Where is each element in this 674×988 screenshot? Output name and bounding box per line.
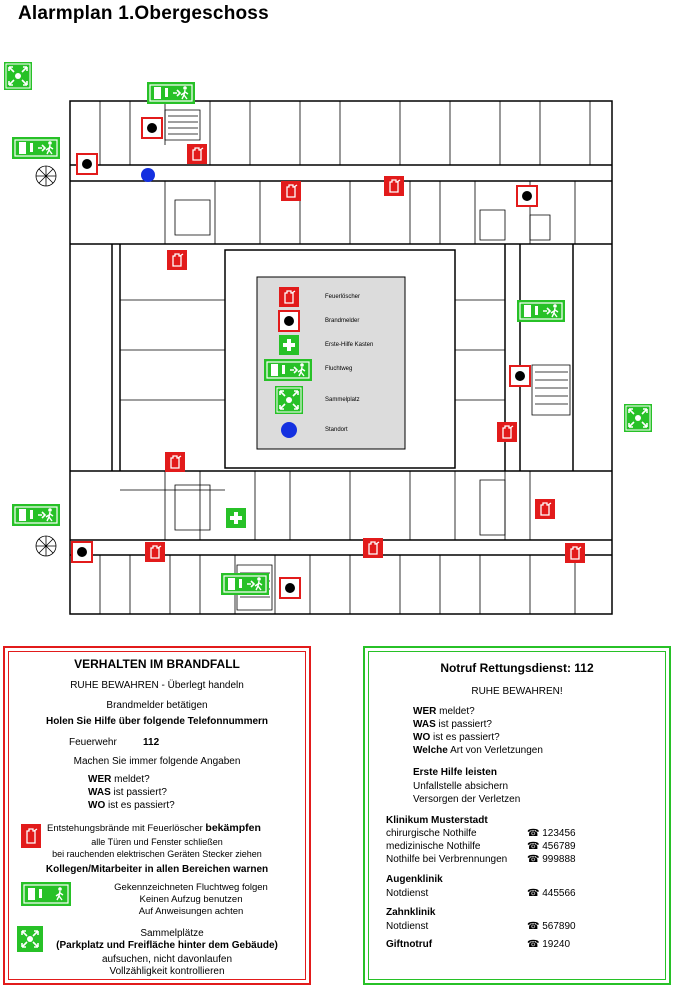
rescue-where: WO ist es passiert? — [413, 732, 500, 743]
fire-line-help: Holen Sie Hilfe über folgende Telefonnum… — [45, 716, 269, 727]
fire-extinguisher-icon — [534, 498, 556, 520]
firstaid-line1: Unfallstelle absichern — [413, 781, 509, 792]
legend-fire-extinguisher-icon — [278, 286, 300, 308]
assembly-line1: aufsuchen, nicht davonlaufen — [101, 954, 233, 965]
assembly-point-icon — [623, 403, 653, 433]
fire-dept-number: 112 — [143, 737, 160, 748]
fire-fight-line2: alle Türen und Fenster schließen — [91, 837, 223, 847]
rescue-instructions-panel: Notruf Rettungsdienst: 112 RUHE BEWAHREN… — [363, 646, 671, 985]
fire-route-line2: Keinen Aufzug benutzen — [139, 894, 243, 905]
fire-alarm-icon — [141, 117, 163, 139]
page-title: Alarmplan 1.Obergeschoss — [18, 3, 269, 24]
fire-extinguisher-icon — [21, 824, 41, 848]
firstaid-title: Erste Hilfe leisten — [413, 767, 497, 778]
fire-fight-line3: bei rauchenden elektrischen Geräten Stec… — [52, 849, 262, 859]
fire-line-calm: RUHE BEWAHREN - Überlegt handeln — [70, 680, 244, 691]
fire-alarm-icon — [76, 153, 98, 175]
fire-extinguisher-icon — [383, 175, 405, 197]
dental-clinic-title: Zahnklinik — [386, 907, 436, 918]
fire-extinguisher-icon — [166, 249, 188, 271]
assembly-title: Sammelplätze — [140, 928, 204, 939]
legend-label-first-aid: Erste-Hilfe Kasten — [325, 342, 374, 348]
fire-alarm-icon — [71, 541, 93, 563]
dental-clinic-number: ☎ 567890 — [527, 921, 576, 932]
assembly-line2: Vollzähligkeit kontrollieren — [109, 966, 225, 977]
fire-what: WAS ist passiert? — [88, 787, 167, 798]
legend-location-icon — [281, 422, 297, 438]
fire-fight-line: Entstehungsbrände mit Feuerlöscher bekäm… — [47, 822, 261, 834]
floor-plan — [3, 61, 653, 615]
fire-extinguisher-icon — [164, 451, 186, 473]
legend-label-assembly: Sammelplatz — [325, 397, 360, 403]
fire-who: WER meldet? — [88, 774, 150, 785]
contact-number: ☎ 999888 — [527, 854, 576, 865]
fire-route-line3: Auf Anweisungen achten — [138, 906, 244, 917]
poison-number: ☎ 19240 — [527, 939, 571, 950]
eye-clinic-title: Augenklinik — [386, 874, 443, 885]
location-marker-icon — [141, 168, 155, 182]
exit-sign-icon — [11, 136, 61, 160]
fire-route-line1: Gekennzeichneten Fluchtweg folgen — [114, 882, 268, 893]
fire-alarm-icon — [516, 185, 538, 207]
hospital-title: Klinikum Musterstadt — [386, 815, 488, 826]
fire-heading: VERHALTEN IM BRANDFALL — [74, 657, 240, 671]
fire-warn-line: Kollegen/Mitarbeiter in allen Bereichen … — [45, 864, 269, 875]
exit-sign-icon — [11, 503, 61, 527]
rescue-heading: Notruf Rettungsdienst: 112 — [440, 661, 594, 675]
fire-alarm-icon — [509, 365, 531, 387]
exit-sign-icon — [220, 572, 270, 596]
fire-extinguisher-icon — [564, 542, 586, 564]
legend-label-location: Standort — [325, 427, 348, 433]
legend-label-escape: Fluchtweg — [325, 366, 353, 372]
fire-extinguisher-icon — [496, 421, 518, 443]
contact-label: chirurgische Nothilfe — [386, 828, 477, 839]
legend-fire-alarm-icon — [278, 310, 300, 332]
rescue-which: Welche Art von Verletzungen — [413, 745, 543, 756]
exit-sign-icon — [146, 81, 196, 105]
fire-line-alarm: Brandmelder betätigen — [106, 700, 208, 711]
fire-extinguisher-icon — [362, 537, 384, 559]
rescue-calm: RUHE BEWAHREN! — [471, 686, 563, 697]
contact-number: ☎ 456789 — [527, 841, 576, 852]
contact-label: Nothilfe bei Verbrennungen — [386, 854, 508, 865]
eye-clinic-number: ☎ 445566 — [527, 888, 576, 899]
dental-clinic-label: Notdienst — [386, 921, 429, 932]
poison-title: Giftnotruf — [386, 939, 433, 950]
legend-exit-sign-icon — [263, 358, 313, 382]
contact-number: ☎ 123456 — [527, 828, 576, 839]
fire-extinguisher-icon — [186, 143, 208, 165]
eye-clinic-label: Notdienst — [386, 888, 429, 899]
assembly-sub: (Parkplatz und Freifläche hinter dem Geb… — [56, 940, 278, 951]
fire-where: WO ist es passiert? — [88, 800, 175, 811]
contact-label: medizinische Nothilfe — [386, 841, 481, 852]
rescue-who: WER meldet? — [413, 706, 475, 717]
fire-alarm-icon — [279, 577, 301, 599]
rescue-what: WAS ist passiert? — [413, 719, 492, 730]
fire-line-info: Machen Sie immer folgende Angaben — [73, 756, 241, 767]
legend-first-aid-icon — [277, 333, 301, 357]
firstaid-line2: Versorgen der Verletzen — [413, 794, 521, 805]
fire-extinguisher-icon — [280, 180, 302, 202]
legend-label-extinguisher: Feuerlöscher — [325, 294, 361, 300]
fire-instructions-panel: VERHALTEN IM BRANDFALL RUHE BEWAHREN - Ü… — [3, 646, 311, 985]
fire-extinguisher-icon — [144, 541, 166, 563]
legend-label-alarm: Brandmelder — [325, 318, 360, 324]
exit-sign-icon — [21, 882, 71, 906]
assembly-point-icon — [3, 61, 33, 91]
legend-assembly-point-icon — [274, 385, 304, 415]
assembly-point-icon — [17, 926, 43, 952]
first-aid-icon — [224, 506, 248, 530]
fire-dept-label: Feuerwehr — [69, 737, 117, 748]
exit-sign-icon — [516, 299, 566, 323]
